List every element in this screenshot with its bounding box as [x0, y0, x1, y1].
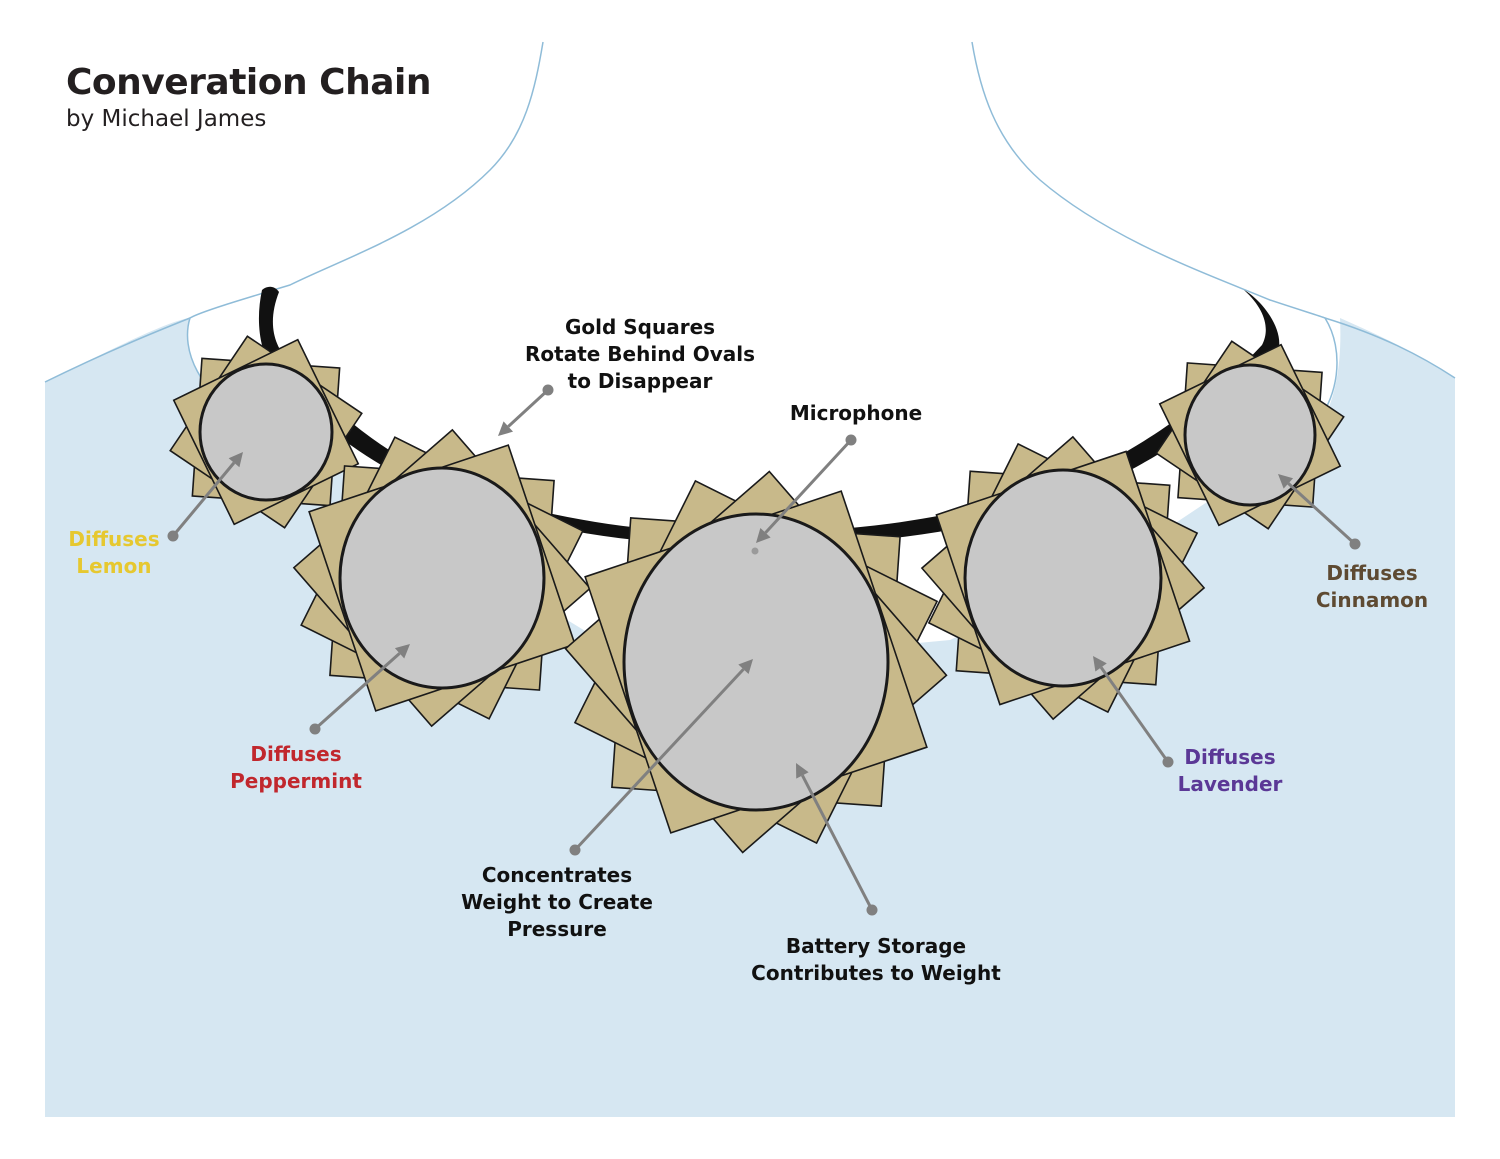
- shoulder-right-outline: [1309, 316, 1456, 431]
- gray-oval: [622, 512, 890, 812]
- arrow-cinnamon: [1278, 474, 1361, 550]
- label-concentrates: Concentrates Weight to Create Pressure: [461, 863, 653, 941]
- pendant-cinnamon: [1155, 340, 1345, 530]
- pendant-peppermint: [292, 428, 592, 728]
- label-microphone: Microphone: [789, 401, 923, 425]
- label-gold-squares: Gold Squares Rotate Behind Ovals to Disa…: [525, 315, 755, 393]
- page-byline: by Michael James: [66, 106, 267, 132]
- gray-oval: [1183, 363, 1317, 507]
- neck-left-outline: [189, 41, 544, 319]
- label-cinnamon: Diffuses Cinnamon: [1315, 561, 1429, 612]
- label-lemon: Diffuses Lemon: [68, 527, 160, 578]
- gray-oval: [338, 466, 546, 690]
- microphone-dot: [751, 547, 759, 555]
- label-lavender: Diffuses Lavender: [1177, 745, 1283, 796]
- page-title: Converation Chain: [66, 62, 431, 103]
- arrow-microphone: [756, 434, 857, 543]
- arrow-peppermint: [309, 644, 410, 735]
- gray-oval: [963, 468, 1163, 688]
- arrow-battery: [796, 763, 878, 916]
- arrow-lemon: [167, 452, 243, 542]
- label-battery: Battery Storage Contributes to Weight: [751, 934, 1001, 985]
- arrow-lavender: [1093, 656, 1174, 768]
- neck-right-outline: [971, 41, 1326, 319]
- arrow-concentrates: [569, 659, 753, 856]
- arrow-gold-squares: [498, 384, 554, 436]
- label-peppermint: Diffuses Peppermint: [230, 742, 362, 793]
- pendant-lavender: [920, 435, 1206, 721]
